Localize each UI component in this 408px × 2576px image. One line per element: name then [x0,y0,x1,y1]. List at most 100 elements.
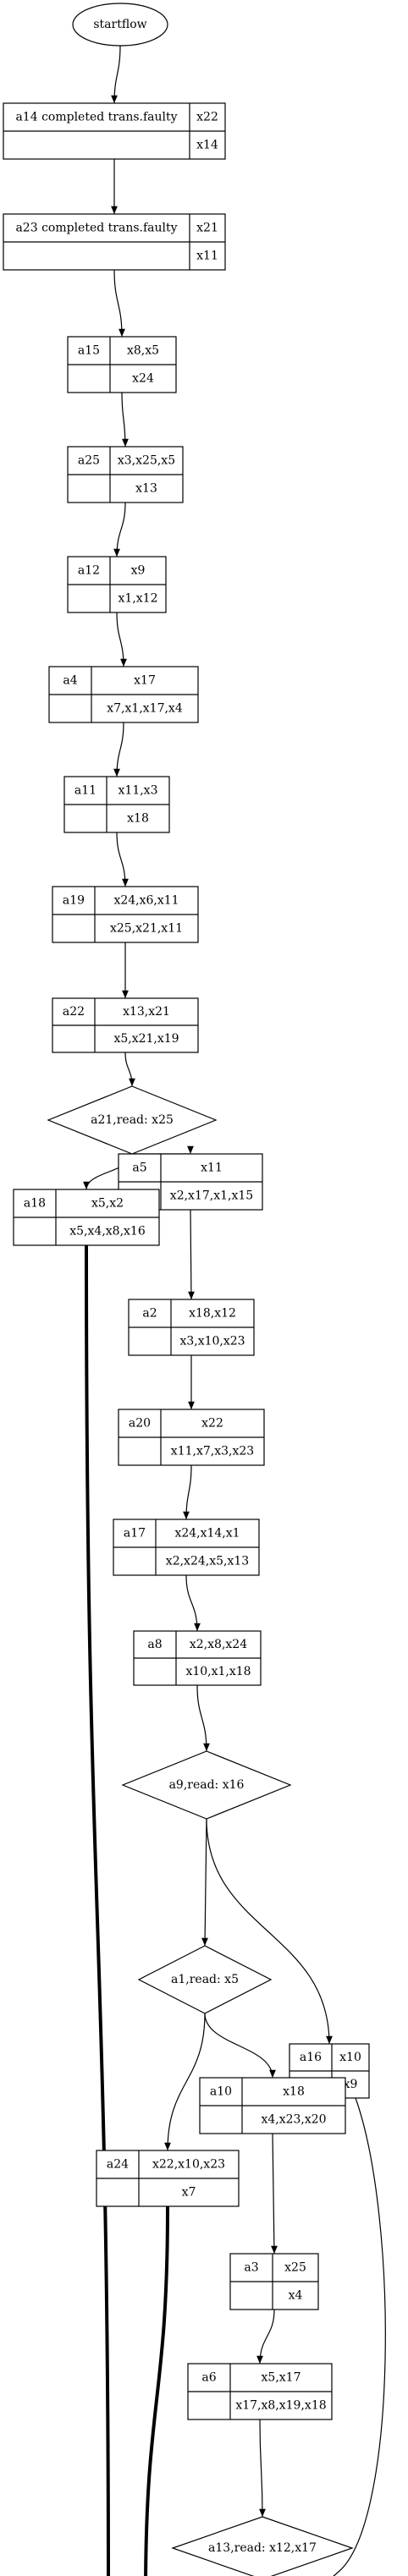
decision-diamond [171,2516,354,2576]
node-top-value: x22,x10,x23 [152,2158,225,2172]
edge-line [113,45,121,104]
node-bottom-value: x7,x1,x17,x4 [107,702,183,716]
node-label: a6 [201,2371,216,2385]
node-top-value: x5,x2 [91,1197,124,1211]
edge-line [116,722,124,777]
node-bottom-value: x3,x10,x23 [179,1335,245,1348]
node-top-value: x17 [134,674,156,688]
arrowhead [201,1937,208,1946]
node-bottom-value: x9 [344,2078,358,2091]
node-bottom-value: x1,x12 [119,592,158,606]
node-label: a14 completed trans.faulty [15,111,177,124]
edge-a16-end [333,2097,386,2576]
edge-line [185,1574,198,1632]
node-label: a20 [129,1417,151,1431]
edge-line [204,1818,207,1947]
start-ellipse [72,3,168,47]
edge-a8-d9 [196,1684,210,1752]
node-top-value: x3,x25,x5 [118,454,175,468]
edge-line [113,269,123,338]
node-label: a4 [63,674,77,688]
node-label: a18 [24,1197,46,1211]
decision-label: a9,read: x16 [169,1778,245,1792]
arrowhead [183,1511,190,1519]
node-top-value: x22 [201,1417,223,1431]
node-top-value: x18,x12 [189,1307,236,1321]
node-a20: a20 x22 x11,x7,x3,x23 [118,1409,265,1466]
edge-d9-d1 [201,1818,208,1947]
node-label: a22 [63,1005,85,1019]
edge-line [333,2097,386,2576]
edge-a17-a8 [185,1574,201,1632]
node-label: a3 [244,2261,258,2275]
edge-a22-d21 [124,1052,135,1087]
node-top-value: x2,x8,x24 [190,1638,247,1651]
node-top-value: x21 [196,222,218,235]
decision-d9: a9,read: x16 [121,1750,292,1820]
node-bottom-value: x24 [132,372,154,386]
node-bottom-value: x11 [196,250,218,263]
node-top-value: x13,x21 [123,1005,170,1019]
edge-a6-d13 [259,2419,266,2518]
start-node: startflow [72,3,168,47]
edge-line [190,1209,192,1300]
node-bottom-value: x4 [289,2289,303,2303]
edge-a24-end [144,2205,169,2576]
arrowhead [326,2035,333,2044]
edge-start-a14 [111,45,121,104]
edge-d9-a16 [206,1818,333,2045]
decision-diamond [47,1085,218,1155]
node-a2: a2 x18,x12 x3,x10,x23 [128,1299,255,1356]
node-a3: a3 x25 x4 [229,2253,319,2310]
edge-a14-a23 [111,159,118,214]
edge-line [204,2013,273,2079]
node-label: a25 [78,454,100,468]
arrowhead [113,548,120,557]
edge-line [116,612,124,667]
node-bottom-value: x10,x1,x18 [185,1665,251,1678]
node-top-value: x25 [284,2261,306,2275]
decision-d1: a1,read: x5 [137,1945,273,2014]
node-bottom-value: x11,x7,x3,x23 [171,1445,254,1458]
edge-line [85,1244,110,2576]
node-bottom-value: x25,x21,x11 [110,922,183,936]
arrowhead [269,2069,276,2078]
edge-d1-a10 [204,2013,276,2079]
arrowhead [271,2245,278,2254]
edge-a5-a2 [188,1209,195,1300]
node-label: a16 [300,2051,322,2064]
arrowhead [111,95,118,103]
edge-a25-a12 [113,502,126,557]
node-label: a2 [142,1307,157,1321]
edge-line [259,2309,275,2365]
edge-d1-a24 [164,2013,206,2151]
edge-a12-a4 [116,612,127,667]
node-a4: a4 x17 x7,x1,x17,x4 [48,666,199,723]
edge-line [259,2419,263,2518]
node-top-value: x10 [339,2051,361,2064]
edge-line [116,502,126,557]
node-label: a17 [124,1527,146,1541]
edge-a4-a11 [113,722,124,777]
arrowhead [122,878,129,887]
node-label: a10 [210,2085,232,2099]
arrowhead [122,438,129,447]
edge-a10-a3 [271,2133,278,2255]
decision-label: a21,read: x25 [91,1113,174,1127]
node-top-value: x5,x17 [262,2371,301,2385]
arrowhead [187,1145,194,1154]
edge-a23-a15 [113,269,125,338]
node-bottom-value: x14 [196,139,218,152]
node-top-value: x24,x6,x11 [113,894,179,908]
arrowhead [188,1401,195,1409]
node-label: a12 [78,564,100,578]
node-bottom-value: x18 [127,812,149,826]
arrowhead [120,658,127,667]
